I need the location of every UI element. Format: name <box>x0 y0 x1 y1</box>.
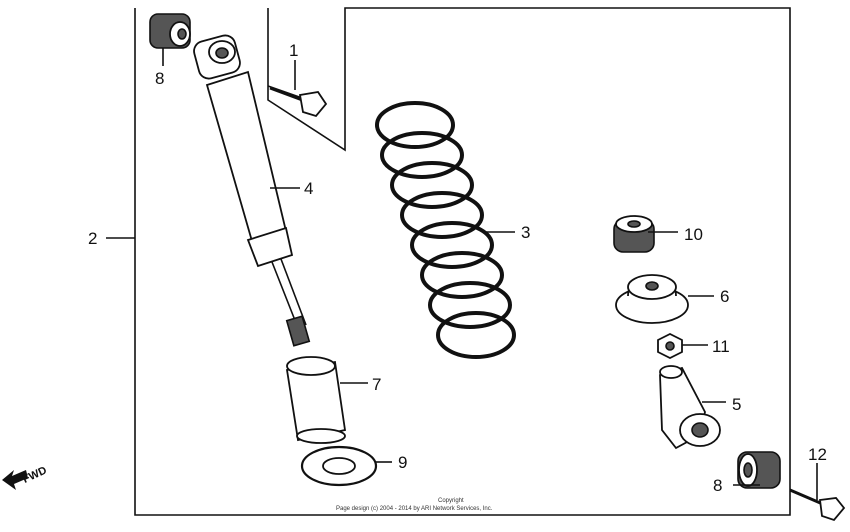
callout-7: 7 <box>372 375 381 394</box>
callout-3: 3 <box>521 223 530 242</box>
callout-9: 9 <box>398 453 407 472</box>
callout-2: 2 <box>88 229 97 248</box>
assembly-bracket <box>134 7 791 516</box>
callout-11: 11 <box>712 337 730 356</box>
callout-8-bottom: 8 <box>713 476 722 495</box>
callout-5: 5 <box>732 395 741 414</box>
part-10-cushion[interactable] <box>613 215 655 253</box>
part-11-nut[interactable] <box>657 332 683 360</box>
callout-1: 1 <box>289 41 298 60</box>
part-6-mount-seat[interactable] <box>615 274 689 324</box>
part-12-bolt[interactable] <box>789 488 846 522</box>
part-4-shock-absorber[interactable] <box>192 33 311 347</box>
fwd-label: FWD <box>21 464 49 485</box>
part-5-lower-mount[interactable] <box>659 365 721 450</box>
part-8-top-bushing[interactable] <box>149 13 191 49</box>
callout-12: 12 <box>808 445 827 464</box>
fwd-arrow: FWD <box>2 464 49 490</box>
callout-6: 6 <box>720 287 729 306</box>
part-1-bolt[interactable] <box>267 85 328 118</box>
copyright-line-2: Page design (c) 2004 - 2014 by ARI Netwo… <box>336 506 493 512</box>
callout-4: 4 <box>304 179 313 198</box>
part-7-collar[interactable] <box>285 356 347 444</box>
callout-10: 10 <box>684 225 703 244</box>
part-3-coil-spring[interactable] <box>375 101 516 359</box>
part-8-bottom-bushing[interactable] <box>737 451 781 489</box>
callout-8-top: 8 <box>155 69 164 88</box>
part-9-washer[interactable] <box>300 445 378 487</box>
copyright-line-1: Copyright <box>438 498 464 504</box>
fwd-arrow-icon <box>2 470 28 490</box>
